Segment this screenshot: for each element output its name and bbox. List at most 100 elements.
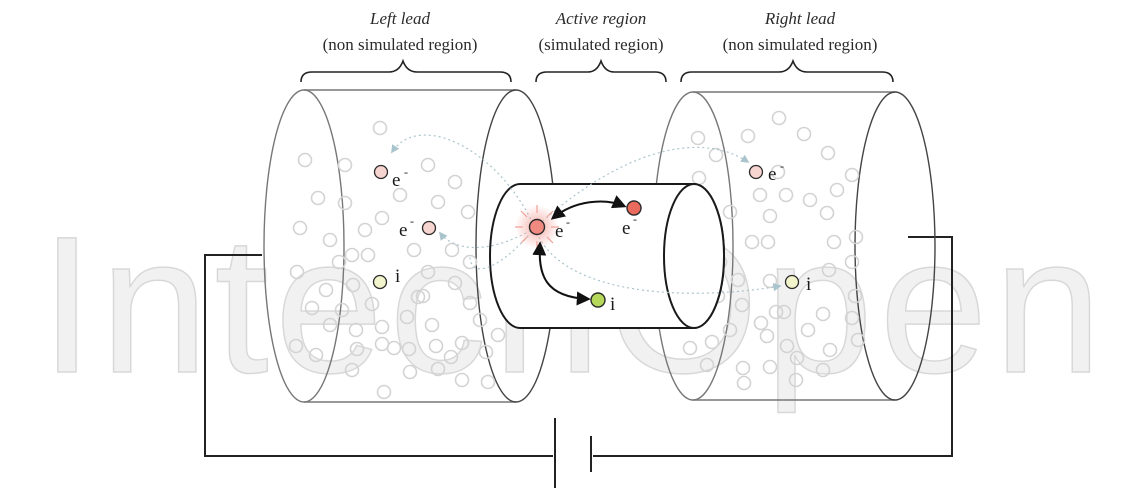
background-particle [762, 359, 778, 375]
background-particle [802, 192, 818, 208]
background-particle [776, 304, 792, 320]
active-electron-label: e [555, 221, 563, 242]
left-electron-2-charge: - [410, 214, 414, 228]
brace-left [300, 58, 512, 83]
background-particle [415, 288, 431, 304]
background-particle [444, 242, 460, 258]
left-electron-2-label: e [399, 220, 407, 241]
background-particle [796, 126, 812, 142]
background-particle [744, 234, 760, 250]
left-ion-label: i [395, 266, 400, 287]
background-particle [844, 167, 860, 183]
right-ion: i [784, 274, 811, 295]
background-particle [734, 297, 750, 313]
background-particle [420, 157, 436, 173]
region-title-right: Right lead [764, 9, 836, 28]
background-particle [815, 362, 831, 378]
region-title-left: Left lead [369, 9, 430, 28]
background-particle [406, 242, 422, 258]
background-particle [722, 322, 738, 338]
left-electron-2: e - [399, 214, 437, 241]
background-particle [752, 187, 768, 203]
left-electron-1-charge: - [404, 165, 408, 179]
region-subtitle-right: (non simulated region) [723, 35, 878, 54]
background-particle [420, 264, 436, 280]
background-particle [304, 300, 320, 316]
right-electron-charge: - [780, 159, 784, 173]
background-particle [360, 247, 376, 263]
background-particle [322, 317, 338, 333]
background-particle [829, 182, 845, 198]
background-particle [730, 272, 746, 288]
background-particle [308, 347, 324, 363]
background-particle [682, 340, 698, 356]
background-particle [490, 327, 506, 343]
background-particle [374, 210, 390, 226]
background-particle [815, 306, 831, 322]
background-particle [454, 335, 470, 351]
battery-icon [554, 418, 592, 488]
background-particle [430, 194, 446, 210]
right-electron-label: e [768, 164, 776, 185]
background-particle [392, 187, 408, 203]
active-ion-label: i [610, 294, 615, 315]
background-particle [402, 364, 418, 380]
brace-center [535, 58, 667, 83]
left-electron-1-label: e [392, 170, 400, 191]
background-particle [386, 340, 402, 356]
active-electron-charge: - [566, 215, 570, 229]
background-particle [736, 375, 752, 391]
active-region-cylinder [489, 183, 725, 329]
background-particle [462, 295, 478, 311]
background-particle [399, 309, 415, 325]
background-particle [768, 304, 784, 320]
background-particle [740, 128, 756, 144]
background-particle [334, 302, 350, 318]
brace-right [680, 58, 894, 83]
background-particle [819, 205, 835, 221]
background-particle [292, 220, 308, 236]
background-particle [722, 204, 738, 220]
right-ion-label: i [806, 274, 811, 295]
background-particle [447, 275, 463, 291]
background-particle [760, 234, 776, 250]
background-particle [297, 152, 313, 168]
background-particle [699, 357, 715, 373]
background-particle [820, 145, 836, 161]
background-particle [344, 247, 360, 263]
background-particle [372, 120, 388, 136]
background-particle [847, 288, 863, 304]
background-particle [779, 338, 795, 354]
background-particles [288, 110, 866, 400]
background-particle [310, 190, 326, 206]
background-particle [690, 130, 706, 146]
circuit-wire [204, 236, 953, 457]
active-ion: i [590, 292, 615, 315]
background-particle [337, 195, 353, 211]
background-particle [800, 322, 816, 338]
background-particle [821, 262, 837, 278]
background-particle [735, 360, 751, 376]
region-header-right: Right lead (non simulated region) [680, 9, 894, 83]
region-title-center: Active region [555, 9, 646, 28]
region-header-center: Active region (simulated region) [535, 9, 667, 83]
active-electron: e - [528, 215, 570, 242]
background-particle [848, 229, 864, 245]
background-particle [348, 322, 364, 338]
background-particle [759, 328, 775, 344]
background-particle [753, 315, 769, 331]
left-electron-1: e - [373, 164, 408, 191]
background-particle [472, 312, 488, 328]
background-particle [376, 384, 392, 400]
active-electron-partner-label: e [622, 218, 630, 239]
background-particle [374, 319, 390, 335]
background-particle [357, 222, 373, 238]
background-particle [691, 170, 707, 186]
background-particle [430, 361, 446, 377]
right-electron: e - [748, 159, 784, 185]
background-particle [770, 164, 786, 180]
background-particle [289, 264, 305, 280]
background-particle [288, 338, 304, 354]
background-particle [708, 147, 724, 163]
background-particle [428, 338, 444, 354]
